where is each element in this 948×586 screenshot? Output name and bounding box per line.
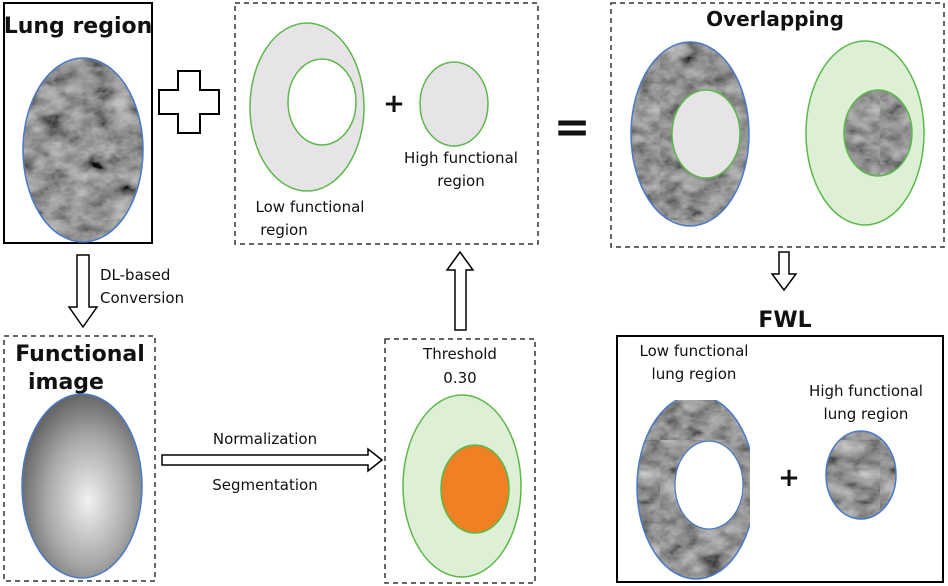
- fwl-plus-sign: +: [778, 463, 800, 493]
- functional-image-title-line1: Functional: [15, 342, 145, 367]
- regions-plus-sign: +: [383, 89, 405, 119]
- lung-region-frame: [3, 2, 153, 244]
- conversion-label-line1: DL-based: [100, 266, 170, 284]
- fwl-low-label-line2: lung region: [652, 365, 737, 383]
- equals-sign: =: [554, 102, 591, 153]
- fwl-panel: Low functional lung region High function…: [616, 335, 944, 583]
- down-arrow-conversion-icon: [67, 254, 99, 329]
- functional-image-panel: Functional image: [3, 335, 156, 582]
- segmentation-label: Segmentation: [212, 476, 317, 494]
- fwl-title: FWL: [758, 308, 811, 333]
- regions-frame: [234, 2, 539, 245]
- fwl-frame: [616, 335, 944, 583]
- overlapping-title: Overlapping: [706, 7, 844, 31]
- right-arrow-processing-icon: [161, 447, 384, 473]
- overlapping-panel: Overlapping: [610, 2, 945, 248]
- overlapping-frame: [610, 2, 945, 248]
- up-arrow-threshold-icon: [445, 250, 475, 331]
- threshold-panel: Threshold 0.30: [384, 338, 536, 584]
- fwl-low-hole: [674, 440, 744, 530]
- overlap-ct-in-region: [843, 89, 913, 177]
- high-functional-region-shape: [419, 61, 489, 147]
- overlap-high-region-on-ct: [671, 89, 741, 179]
- threshold-label-line1: Threshold: [422, 345, 497, 363]
- functional-image-frame: [3, 335, 156, 582]
- low-region-label-line1: Low functional: [256, 198, 365, 216]
- high-region-label-line2: region: [437, 172, 484, 190]
- fwl-high-label-line1: High functional: [809, 382, 923, 400]
- high-region-label-line1: High functional: [404, 149, 518, 167]
- threshold-frame: [384, 338, 536, 584]
- conversion-label-line2: Conversion: [100, 289, 184, 307]
- threshold-high-region-shape: [440, 444, 510, 534]
- region-hole-shape: [287, 58, 357, 146]
- threshold-label-line2: 0.30: [443, 369, 476, 387]
- lung-region-title: Lung region: [4, 14, 153, 39]
- regions-panel: + High functional region Low functional …: [234, 2, 539, 245]
- fwl-low-label-line1: Low functional: [640, 342, 749, 360]
- fwl-high-ct: [825, 430, 897, 520]
- low-region-label-line2: region: [260, 221, 307, 239]
- normalization-label: Normalization: [213, 430, 317, 448]
- fwl-high-label-line2: lung region: [824, 405, 909, 423]
- plus-outline-icon: [158, 70, 220, 134]
- lung-ct-image: [22, 57, 144, 243]
- functional-image-title-line2: image: [28, 370, 104, 395]
- functional-image-shape: [21, 393, 143, 579]
- lung-region-panel: Lung region: [3, 2, 153, 244]
- down-arrow-to-fwl-icon: [770, 251, 798, 292]
